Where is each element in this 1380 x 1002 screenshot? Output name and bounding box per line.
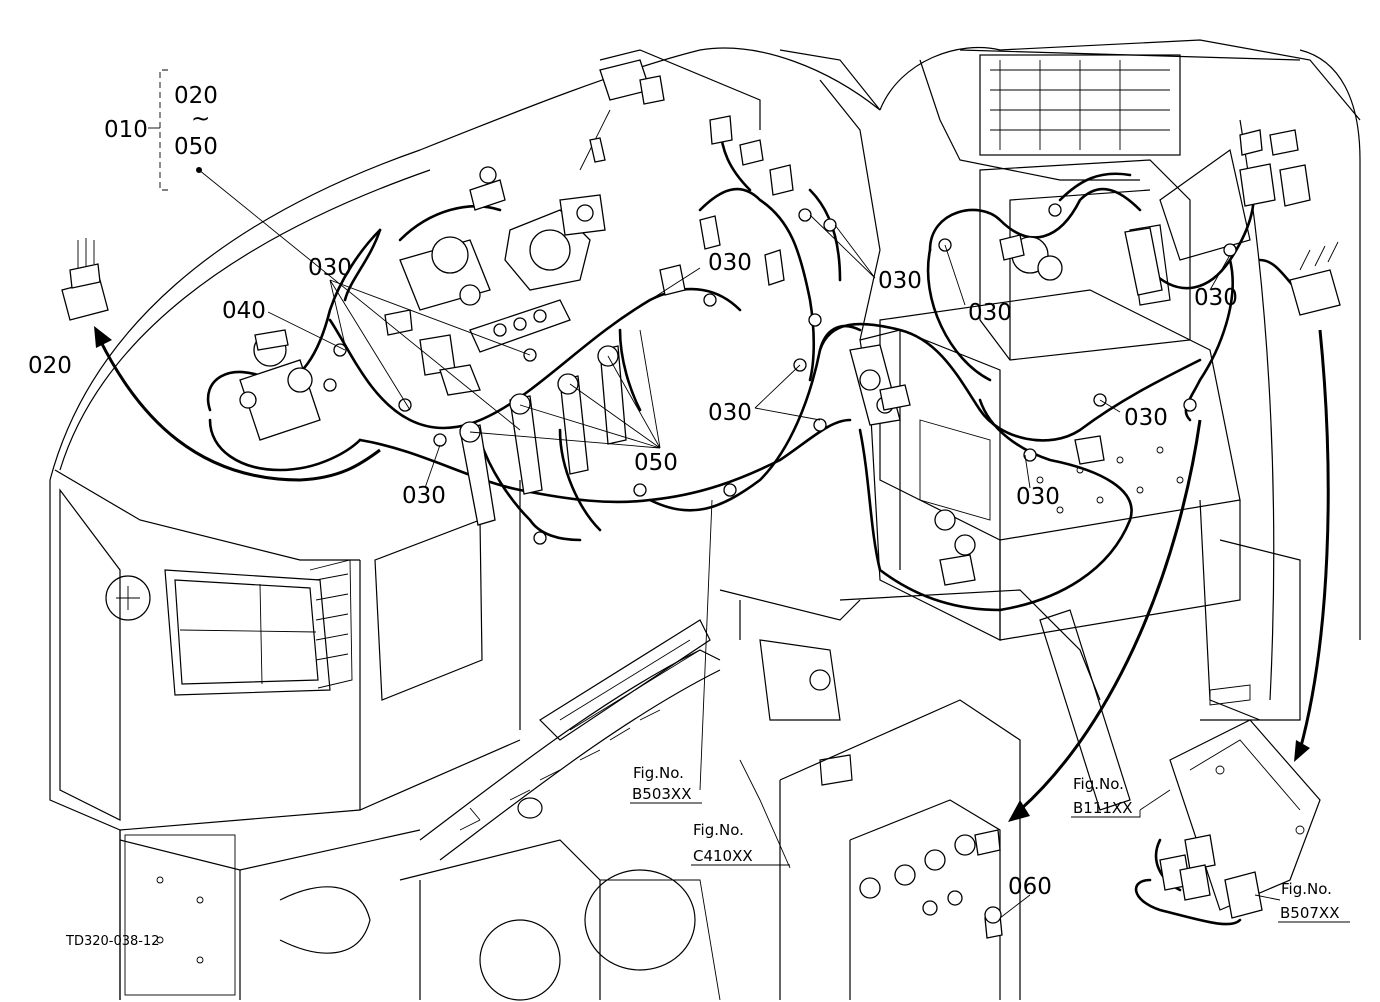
callout-040: 040	[222, 298, 266, 324]
egr-valve	[469, 166, 606, 291]
leader-lines	[148, 69, 1281, 919]
fig-ref-code: B503XX	[632, 785, 691, 803]
callout-050: 050	[634, 450, 678, 476]
fig-ref-label: Fig.No.	[1281, 880, 1332, 898]
ground-terminals	[859, 829, 1003, 939]
relay-connector-020	[61, 238, 109, 321]
callout-labels: 020 040 030 030 030 030 030 030 030 030 …	[28, 250, 1238, 900]
fig-ref-b507xx: Fig.No. B507XX	[1278, 880, 1350, 923]
label-tilde: ~	[191, 106, 210, 132]
callout-020: 020	[28, 353, 72, 379]
solenoid-group	[384, 236, 491, 396]
callout-030: 030	[308, 255, 352, 281]
callout-030: 030	[1016, 484, 1060, 510]
pedal-switches	[934, 435, 1105, 586]
group-label-010: 010 020 ~ 050	[104, 83, 218, 160]
fig-ref-b503xx: Fig.No. B503XX	[630, 764, 702, 804]
fig-ref-code: B507XX	[1280, 904, 1339, 922]
fig-ref-label: Fig.No.	[693, 821, 744, 839]
direction-arrows	[94, 326, 1330, 822]
fuel-injectors	[459, 299, 627, 526]
callout-030: 030	[1194, 285, 1238, 311]
fig-ref-c410xx: Fig.No. C410XX	[691, 821, 790, 866]
label-010: 010	[104, 117, 148, 143]
label-020-range-start: 020	[174, 83, 218, 109]
figure-references: Fig.No. B503XX Fig.No. C410XX Fig.No. B1…	[630, 764, 1350, 923]
label-050-range-end: 050	[174, 134, 218, 160]
control-units	[1124, 129, 1341, 316]
components	[61, 59, 1341, 939]
callout-030: 030	[708, 250, 752, 276]
sensors-top	[579, 59, 794, 296]
callout-030: 030	[968, 300, 1012, 326]
fig-ref-b111xx: Fig.No. B111XX	[1071, 775, 1141, 818]
harness-clamps	[323, 203, 1237, 545]
fig-ref-code: C410XX	[693, 847, 753, 865]
callout-030: 030	[1124, 405, 1168, 431]
fig-ref-label: Fig.No.	[633, 764, 684, 782]
drawing-code: TD320-038-12	[65, 934, 160, 949]
pressure-switch	[999, 234, 1063, 281]
callout-060: 060	[1008, 874, 1052, 900]
callout-030: 030	[708, 400, 752, 426]
fig-ref-label: Fig.No.	[1073, 775, 1124, 793]
relay-set	[1159, 834, 1263, 919]
injection-pump	[239, 329, 321, 441]
fig-ref-code: B111XX	[1073, 799, 1132, 817]
valve-block	[849, 344, 911, 426]
callout-030: 030	[402, 483, 446, 509]
callout-030: 030	[878, 268, 922, 294]
